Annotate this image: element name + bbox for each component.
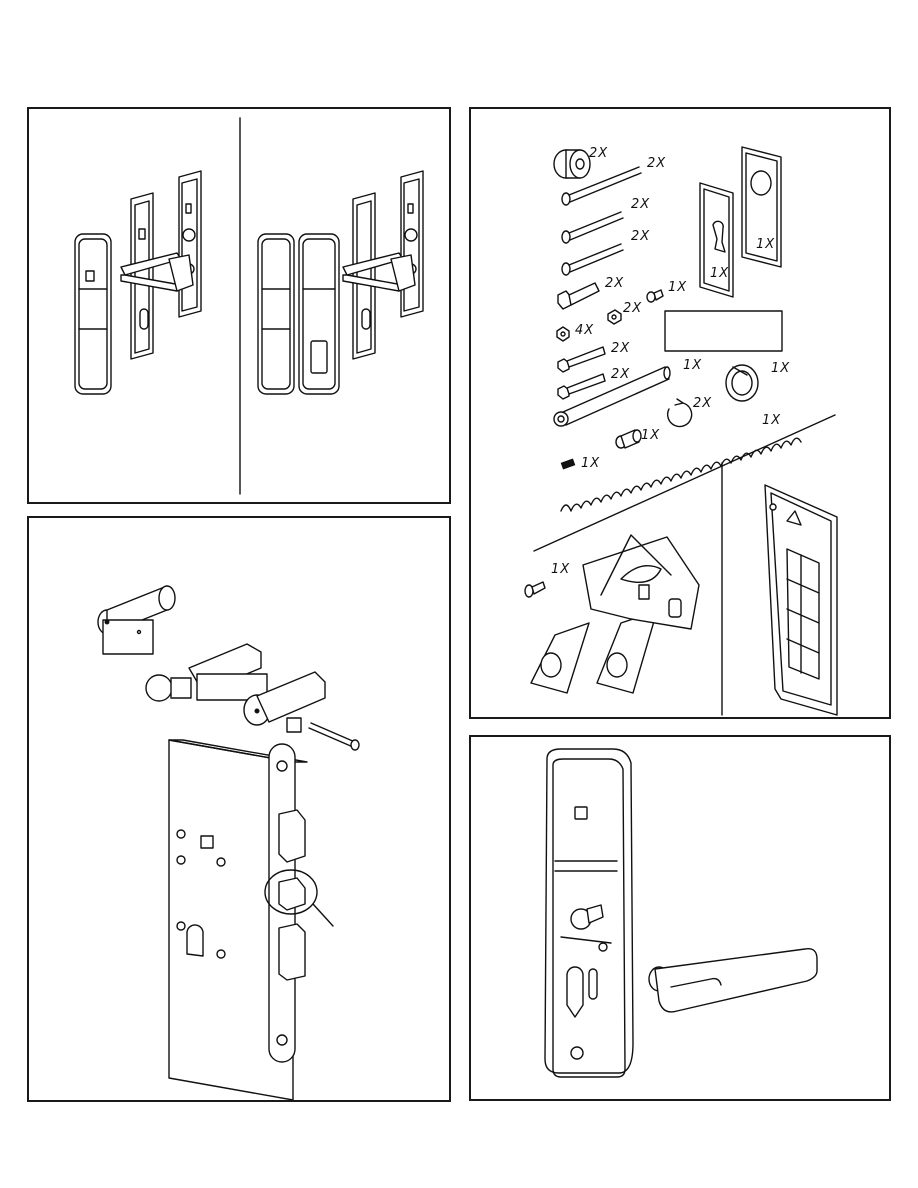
fingerprint-button-icon bbox=[86, 271, 94, 281]
battery-screw-part bbox=[525, 582, 545, 597]
panel-cylinders-mortise bbox=[27, 516, 451, 1102]
parts-kit-illustration: 2X 2X 2X 2X 2X 2X bbox=[471, 109, 889, 717]
plate-round-qty: 1X bbox=[756, 237, 775, 252]
long-screw-2 bbox=[562, 212, 623, 243]
spring-qty: 1X bbox=[762, 413, 781, 428]
clip-qty: 2X bbox=[693, 396, 712, 411]
long-screw-1-qty: 2X bbox=[647, 156, 666, 171]
back-plate-right bbox=[343, 171, 423, 359]
front-escutcheon-left bbox=[75, 234, 111, 394]
mortise-faceplate bbox=[265, 744, 333, 1062]
ring-qty: 1X bbox=[771, 361, 790, 376]
ring-part bbox=[726, 365, 758, 401]
interior-unit-illustration bbox=[471, 737, 889, 1099]
hex-bolt-part bbox=[558, 283, 599, 309]
fingerprint-button-icon bbox=[575, 807, 587, 819]
rod-qty: 1X bbox=[683, 358, 702, 373]
sleeve-qty: 1X bbox=[641, 428, 660, 443]
spacer-1-qty: 2X bbox=[611, 341, 630, 356]
front-escutcheon-right-a bbox=[258, 234, 294, 394]
battery-screw-qty: 1X bbox=[551, 562, 570, 577]
front-escutcheon-right-b bbox=[299, 234, 339, 394]
spacer-2-qty: 2X bbox=[611, 367, 630, 382]
long-screw-2-qty: 2X bbox=[631, 197, 650, 212]
small-screw-qty: 1X bbox=[668, 280, 687, 295]
spacer-1-part bbox=[558, 347, 605, 372]
hex-bolt-qty: 2X bbox=[605, 276, 624, 291]
washer-part bbox=[554, 150, 590, 178]
washer-qty: 2X bbox=[589, 146, 608, 161]
cylinder-double bbox=[98, 586, 175, 654]
long-screw-3 bbox=[562, 244, 623, 275]
interior-lever-handle bbox=[649, 949, 817, 1012]
set-screw-part bbox=[561, 459, 574, 469]
back-plate-left bbox=[121, 171, 201, 359]
set-screw-qty: 1X bbox=[581, 456, 600, 471]
spacer-2-part bbox=[558, 374, 605, 399]
nut-4-qty: 4X bbox=[575, 323, 594, 338]
small-nut-qty: 2X bbox=[623, 301, 642, 316]
small-screw-part bbox=[647, 290, 663, 302]
long-screw-3-qty: 2X bbox=[631, 229, 650, 244]
battery-cover-part bbox=[765, 485, 837, 715]
cylinder-thumb-turn bbox=[146, 644, 267, 701]
sleeve-part bbox=[616, 430, 641, 448]
plate-cylinder-qty: 1X bbox=[710, 266, 729, 281]
panel-interior-unit bbox=[469, 735, 891, 1101]
nut-4-part bbox=[557, 327, 569, 341]
small-nut-part bbox=[608, 310, 621, 324]
clip-part bbox=[668, 399, 692, 427]
panel-parts-kit: 2X 2X 2X 2X 2X 2X bbox=[469, 107, 891, 719]
cylinder-screw bbox=[309, 723, 359, 750]
blank-label-box bbox=[665, 311, 782, 351]
battery-pack-part bbox=[531, 535, 699, 693]
interior-unit-body bbox=[545, 749, 633, 1077]
lock-assemblies-illustration bbox=[29, 109, 449, 502]
cylinders-mortise-illustration bbox=[29, 518, 449, 1100]
spring-part bbox=[561, 438, 801, 511]
card-reader-window bbox=[311, 341, 327, 373]
panel-lock-assemblies bbox=[27, 107, 451, 504]
